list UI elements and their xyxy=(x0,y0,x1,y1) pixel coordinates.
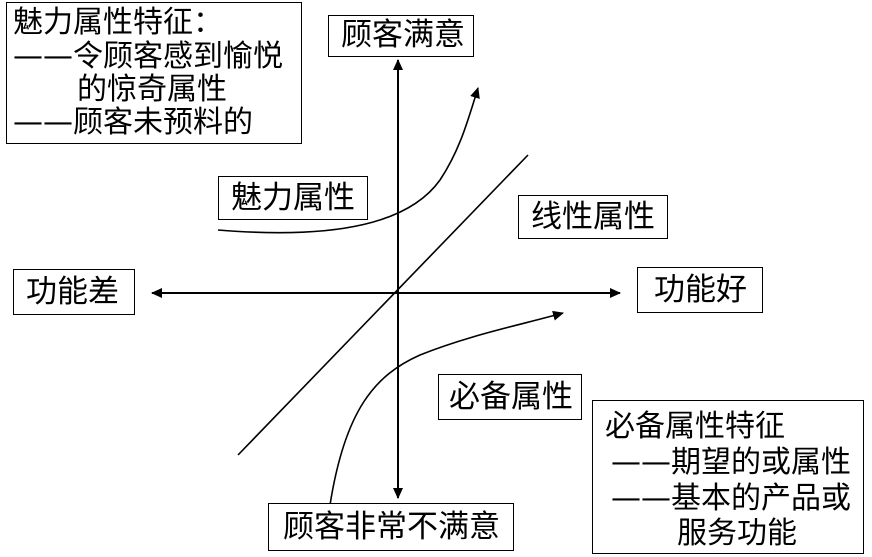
right-axis-label-box: 功能好 xyxy=(637,267,763,313)
bottom-axis-label: 顾客非常不满意 xyxy=(283,509,500,545)
linear-attribute-line xyxy=(237,154,529,456)
basic-attribute-label: 必备属性 xyxy=(449,379,573,415)
basic-features-line-1: ——期望的或属性 xyxy=(611,445,851,480)
attractive-features-note: 魅力属性特征： ——令顾客感到愉悦 的惊奇属性 ——顾客未预料的 xyxy=(6,2,302,144)
left-axis-label: 功能差 xyxy=(26,274,119,310)
attractive-curve xyxy=(217,87,480,234)
right-axis-label: 功能好 xyxy=(654,272,747,308)
top-axis-label: 顾客满意 xyxy=(341,17,465,53)
attractive-features-line-1: ——令顾客感到愉悦 xyxy=(13,39,283,74)
basic-features-note: 必备属性特征 ——期望的或属性 ——基本的产品或 服务功能 xyxy=(592,400,864,554)
basic-curve xyxy=(329,310,564,506)
left-axis-label-box: 功能差 xyxy=(13,269,135,315)
basic-attribute-box: 必备属性 xyxy=(438,374,582,420)
bottom-axis-label-box: 顾客非常不满意 xyxy=(268,503,514,551)
basic-features-line-3: 服务功能 xyxy=(677,516,797,551)
basic-features-line-2: ——基本的产品或 xyxy=(611,481,851,516)
linear-attribute-label: 线性属性 xyxy=(531,199,655,235)
linear-attribute-box: 线性属性 xyxy=(518,195,668,239)
top-axis-label-box: 顾客满意 xyxy=(328,15,474,57)
attractive-attribute-label: 魅力属性 xyxy=(231,180,355,216)
attractive-attribute-box: 魅力属性 xyxy=(218,176,368,220)
attractive-features-title: 魅力属性特征： xyxy=(13,5,223,40)
attractive-features-line-2: 的惊奇属性 xyxy=(77,72,227,107)
basic-features-title: 必备属性特征 xyxy=(605,409,785,444)
attractive-features-line-3: ——顾客未预料的 xyxy=(13,105,253,140)
